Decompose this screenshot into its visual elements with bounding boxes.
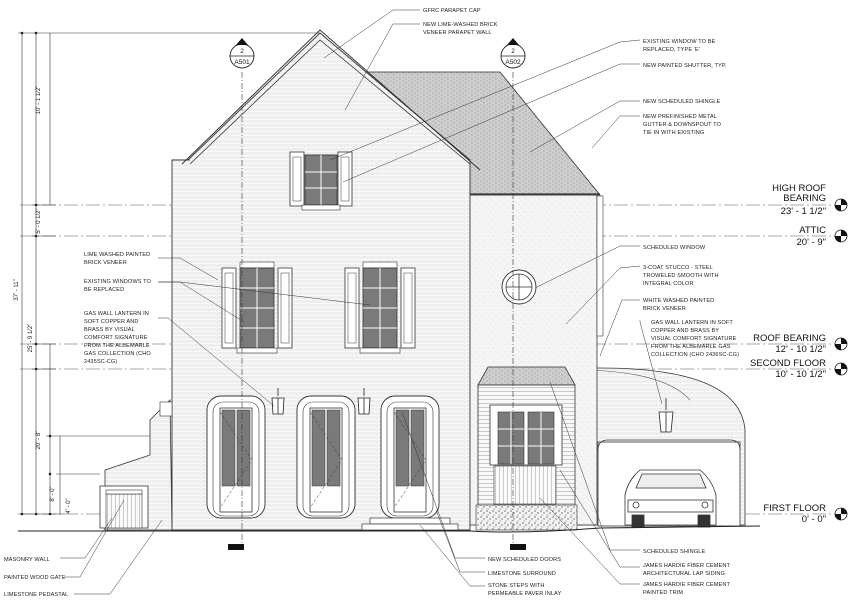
note-limewash-2: BRICK VENEER (84, 260, 127, 266)
section-num-2: 2 (511, 48, 515, 55)
note-stucco-1: 3-COAT STUCCO - STEEL (643, 265, 713, 271)
note-pedestal: LIMESTONE PEDASTAL (4, 592, 68, 598)
level-name-first-floor: FIRST FLOOR (763, 503, 826, 514)
lantern-left-2 (357, 388, 371, 415)
note-whitewash-2: BRICK VENEER (643, 306, 686, 312)
note-sched-window: SCHEDULED WINDOW (643, 245, 706, 251)
note-gutter-2: GUTTER & DOWNSPOUT TO (643, 122, 721, 128)
note-lantern-r-2: COPPER AND BRASS BY (651, 328, 719, 334)
note-window-e-2: REPLACED, TYPE 'E' (643, 47, 700, 53)
note-steps-2: PERMEABLE PAVER INLAY (488, 591, 561, 597)
note-whitewash-1: WHITE WASHED PAINTED (643, 298, 714, 304)
note-parapet-2: VENEER PARAPET WALL (423, 30, 492, 36)
garden-wall-gate (99, 485, 149, 529)
level-value-high-roof: 23' - 1 1/2" (781, 206, 826, 217)
note-existing-2: BE REPLACED (84, 287, 124, 293)
section-sheet-2: A502 (505, 59, 521, 66)
dim-wall: 8' - 0" (50, 486, 56, 501)
section-sheet-1: A501 (234, 59, 250, 66)
note-lap-2: ARCHITECTURAL LAP SIDING (643, 571, 725, 577)
note-lantern-r-1: GAS WALL LANTERN IN SOFT (651, 320, 733, 326)
dim-upper: 10' - 1 1/2" (36, 86, 42, 115)
note-gutter-3: TIE IN WITH EXISTING (643, 130, 704, 136)
section-cut-lines (241, 72, 514, 545)
note-window-e-1: EXISTING WINDOW TO BE (643, 39, 716, 45)
section-cut-end-left (228, 544, 244, 550)
note-lantern-r-4: FROM THE ALBEMARLE GAS (651, 344, 731, 350)
note-lantern-r-5: COLLECTION (CHO 2436SC-CG) (651, 352, 739, 358)
dimension-ticks (20, 31, 52, 516)
note-gfrc: GFRC PARAPET CAP (423, 8, 481, 14)
level-value-attic: 20' - 9" (797, 237, 826, 248)
dim-second-floor: 20' - 8" (36, 431, 42, 450)
note-stucco-3: INTEGRAL COLOR (643, 281, 694, 287)
note-limestone-surround: LIMESTONE SURROUND (488, 571, 556, 577)
notes-left: LIME WASHED PAINTED BRICK VENEER EXISTIN… (4, 252, 152, 598)
section-marker-a501: 2 A501 (229, 38, 255, 69)
note-lantern-l-5: FROM THE ALBEMARLE (84, 343, 150, 349)
level-marker-first-floor: FIRST FLOOR 0' - 0" (763, 503, 848, 525)
note-lantern-l-2: SOFT COPPER AND (84, 319, 139, 325)
lantern-right (658, 398, 674, 433)
note-lantern-l-7: 2435SC-CG) (84, 359, 117, 365)
bay-window (475, 366, 578, 531)
level-name-high-roof-1: HIGH ROOF (772, 183, 826, 194)
note-shingle: NEW SCHEDULED SHINGLE (643, 99, 720, 105)
note-lantern-r-3: VISUAL COMFORT SIGNATURE (651, 336, 737, 342)
section-cut-end-right (510, 544, 526, 550)
level-marker-attic: ATTIC 20' - 9" (797, 225, 848, 248)
note-gutter-1: NEW PREFINISHED METAL (643, 114, 717, 120)
notes-right: GFRC PARAPET CAP NEW LIME-WASHED BRICK V… (423, 8, 739, 597)
note-lap-1: JAMES HARDIE FIBER CEMENT (643, 563, 731, 569)
level-value-second-floor: 10' - 10 1/2" (775, 369, 826, 380)
section-marker-a502: 2 A502 (500, 38, 526, 69)
dim-gate: 4' - 0" (66, 498, 72, 513)
section-num-1: 2 (240, 48, 244, 55)
grade-line (18, 525, 761, 533)
level-name-roof-bearing: ROOF BEARING (753, 333, 826, 344)
level-marker-high-roof: HIGH ROOF BEARING 23' - 1 1/2" (772, 183, 848, 217)
dim-attic: 5' - 0 1/2" (36, 208, 42, 233)
note-limewash-1: LIME WASHED PAINTED (84, 252, 150, 258)
level-name-second-floor: SECOND FLOOR (750, 358, 826, 369)
level-name-high-roof-2: BEARING (783, 193, 826, 204)
first-floor-doors (206, 395, 459, 531)
note-lantern-l-6: GAS COLLECTION (CHO (84, 351, 151, 357)
dim-roof-bearing: 25' - 9 1/2" (28, 324, 34, 353)
note-masonry-wall: MASONRY WALL (4, 557, 50, 563)
note-stucco-2: TROWELED SMOOTH WITH (643, 273, 719, 279)
note-lantern-l-1: GAS WALL LANTERN IN (84, 311, 149, 317)
note-shutter: NEW PAINTED SHUTTER, TYP. (643, 63, 727, 69)
gable-window (289, 151, 353, 211)
note-lantern-l-4: COMFORT SIGNATURE (84, 335, 148, 341)
second-floor-window-right (344, 261, 416, 354)
note-parapet-1: NEW LIME-WASHED BRICK (423, 22, 498, 28)
note-existing-1: EXISTING WINDOWS TO (84, 279, 152, 285)
second-floor-window-left (221, 261, 293, 354)
note-trim-2: PAINTED TRIM (643, 590, 683, 596)
level-markers: HIGH ROOF BEARING 23' - 1 1/2" ATTIC 20'… (750, 183, 848, 525)
car (624, 469, 717, 528)
level-value-roof-bearing: 12' - 10 1/2" (775, 344, 826, 355)
lantern-left-1 (271, 388, 285, 415)
dim-overall: 37' - 11" (14, 279, 20, 301)
note-wood-gate: PAINTED WOOD GATE (4, 575, 66, 581)
note-steps-1: STONE STEPS WITH (488, 583, 545, 589)
note-lantern-l-3: BRASS BY VISUAL (84, 327, 135, 333)
note-sched-shingle: SCHEDULED SHINGLE (643, 549, 705, 555)
note-trim-1: JAMES HARDIE FIBER CEMENT (643, 582, 731, 588)
level-value-first-floor: 0' - 0" (802, 514, 826, 525)
note-doors: NEW SCHEDULED DOORS (488, 557, 561, 563)
leader-lines (60, 9, 663, 595)
level-marker-second-floor: SECOND FLOOR 10' - 10 1/2" (750, 358, 848, 380)
level-name-attic: ATTIC (799, 225, 826, 236)
level-marker-roof-bearing: ROOF BEARING 12' - 10 1/2" (753, 333, 848, 355)
